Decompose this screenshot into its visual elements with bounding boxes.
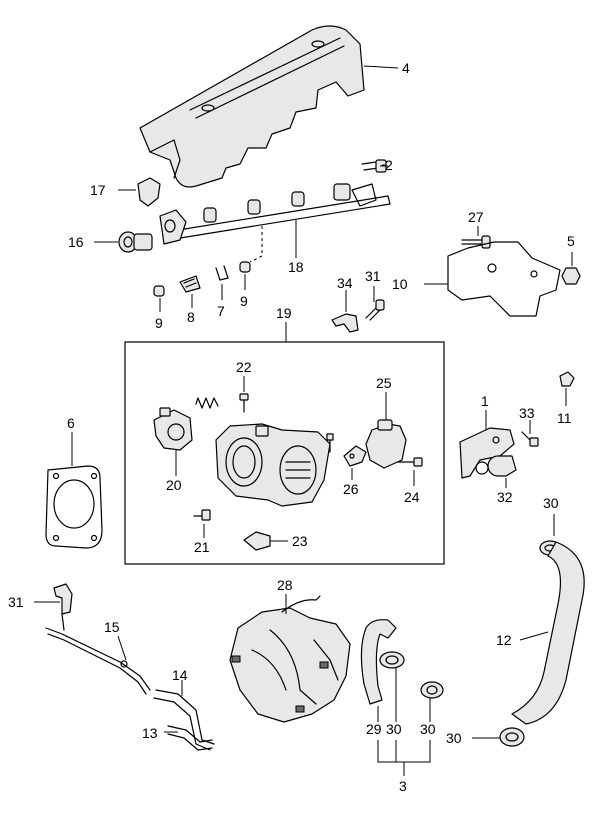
callout-5: 5 <box>567 233 575 249</box>
bolt-part-31 <box>365 299 385 321</box>
callout-27: 27 <box>468 209 484 225</box>
callout-11: 11 <box>557 410 572 426</box>
callout-24: 24 <box>404 489 420 505</box>
hose-part-31-lower <box>53 583 73 615</box>
callout-1: 1 <box>481 393 489 409</box>
callout-18: 18 <box>288 259 304 275</box>
callout-26: 26 <box>343 481 359 497</box>
callout-8: 8 <box>187 309 195 325</box>
callout-19: 19 <box>276 305 292 321</box>
hose-clamp-part-30-right <box>420 681 444 699</box>
engine-cover-part <box>139 25 365 188</box>
callout-23: 23 <box>292 533 308 549</box>
callout-3: 3 <box>399 778 407 794</box>
callout-16: 16 <box>68 234 84 250</box>
plate-part-23 <box>243 531 271 551</box>
callout-30-right: 30 <box>420 721 436 737</box>
callout-21: 21 <box>194 539 210 555</box>
callout-4: 4 <box>402 60 410 76</box>
callout-22: 22 <box>236 359 252 375</box>
callout-31-upper: 31 <box>365 268 381 284</box>
callout-30-mid: 30 <box>386 721 402 737</box>
bracket-part <box>447 241 561 317</box>
cap-part-9-left <box>153 285 165 297</box>
callout-30-lower: 30 <box>446 730 462 746</box>
callout-9-right: 9 <box>240 293 248 309</box>
gasket-part-26 <box>343 445 367 467</box>
injector-part-8 <box>179 275 201 293</box>
clip-part-7 <box>215 265 229 281</box>
callout-15: 15 <box>104 619 120 635</box>
bolt-part-27 <box>461 235 491 249</box>
callout-7: 7 <box>217 303 225 319</box>
sensor-part-32 <box>475 455 517 477</box>
air-hose-part-12 <box>511 541 585 725</box>
fuel-rail-part <box>159 183 391 245</box>
throttle-position-sensor-part-20 <box>153 407 193 451</box>
nut-part <box>561 267 581 285</box>
bracket-part-34 <box>331 313 359 333</box>
idle-air-valve-part-25 <box>365 419 407 469</box>
callout-30-upper: 30 <box>543 495 559 511</box>
callout-28: 28 <box>277 577 293 593</box>
callout-20: 20 <box>166 477 182 493</box>
callout-25: 25 <box>376 375 392 391</box>
wiring-harness-part-28 <box>229 595 351 723</box>
callout-10: 10 <box>392 276 408 292</box>
callout-31-lower: 31 <box>8 594 24 610</box>
callout-33: 33 <box>519 405 535 421</box>
clip-part-11 <box>559 371 575 387</box>
hose-clamp-part-30-lower <box>499 727 525 747</box>
callout-6: 6 <box>67 415 75 431</box>
pipe-part-15 <box>45 613 151 695</box>
screw-part-24 <box>397 457 423 467</box>
callout-2: 2 <box>385 157 393 173</box>
callout-13: 13 <box>142 725 158 741</box>
gasket-part-6 <box>45 465 103 549</box>
callout-12: 12 <box>496 632 512 648</box>
callout-17: 17 <box>90 182 106 198</box>
callout-14: 14 <box>172 667 188 683</box>
screw-part-22 <box>239 393 249 413</box>
throttle-body-assembly-box <box>124 341 445 565</box>
bolt-part-33 <box>521 431 539 447</box>
pipe-part-13 <box>167 725 213 751</box>
callout-29: 29 <box>366 721 382 737</box>
oring-part-9-right <box>239 261 251 273</box>
hose-clamp-part-30-mid <box>379 651 405 669</box>
screw-part-21 <box>193 509 211 521</box>
hose-part-29 <box>360 619 397 705</box>
throttle-body-part <box>215 423 331 507</box>
spring-part <box>195 397 219 409</box>
callout-9-left: 9 <box>155 315 163 331</box>
callout-34: 34 <box>337 275 353 291</box>
callout-32: 32 <box>497 489 513 505</box>
pressure-regulator-part <box>118 231 153 253</box>
clip-part <box>137 177 161 207</box>
